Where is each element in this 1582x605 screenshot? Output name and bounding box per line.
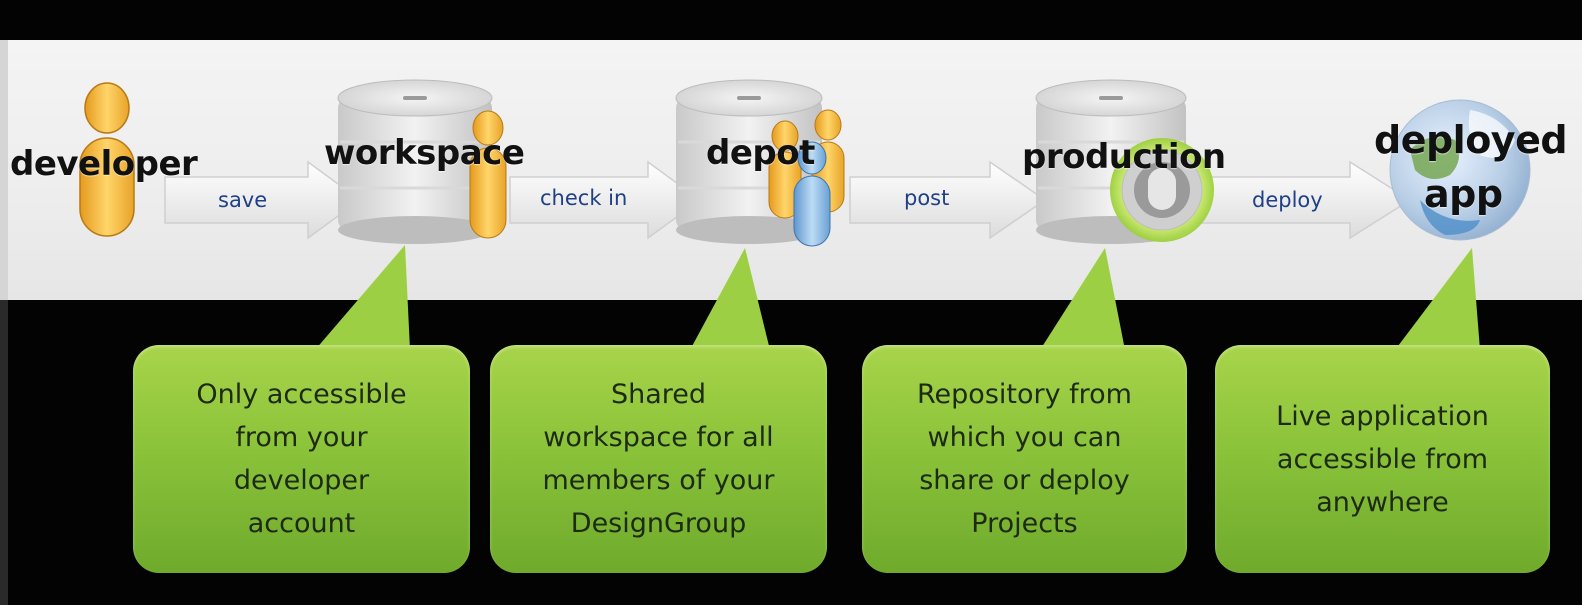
arrow-check-in <box>509 160 702 240</box>
callout-workspace: Only accessible from your developer acco… <box>133 345 470 573</box>
callout-deployed-app: Live application accessible from anywher… <box>1215 345 1550 573</box>
callout-pointer-workspace <box>315 245 410 350</box>
edge-label-post: post <box>904 186 950 210</box>
callout-pointer-depot <box>690 248 770 350</box>
callout-production: Repository from which you can share or d… <box>862 345 1187 573</box>
edge-label-save: save <box>218 188 268 212</box>
node-label-workspace: workspace <box>324 133 525 173</box>
depot-group-icon <box>768 109 845 247</box>
production-logo-icon <box>1110 138 1214 242</box>
arrow-post <box>849 160 1047 240</box>
callout-depot-text: Shared workspace for all members of your… <box>542 379 775 539</box>
developer-person-icon <box>79 82 135 237</box>
globe-icon <box>1389 99 1531 241</box>
node-label-developer: developer <box>10 144 198 184</box>
edge-label-check-in: check in <box>540 186 628 210</box>
arrow-save <box>164 160 362 240</box>
callout-pointer-deployed-app <box>1395 248 1480 350</box>
workspace-person-icon <box>469 110 507 239</box>
node-label-app: app <box>1424 172 1503 216</box>
callout-production-text: Repository from which you can share or d… <box>917 379 1132 539</box>
workspace-database-icon <box>337 79 493 244</box>
edge-label-deploy: deploy <box>1252 188 1323 212</box>
arrow-deploy <box>1194 160 1412 240</box>
callout-depot: Shared workspace for all members of your… <box>490 345 827 573</box>
node-label-production: production <box>1022 137 1226 177</box>
callout-pointer-production <box>1040 248 1125 350</box>
callout-deployed-app-text: Live application accessible from anywher… <box>1276 400 1489 518</box>
callout-workspace-text: Only accessible from your developer acco… <box>196 379 407 539</box>
node-label-deployed: deployed <box>1374 118 1568 162</box>
node-label-depot: depot <box>706 133 815 173</box>
left-edge-strip <box>0 300 8 605</box>
